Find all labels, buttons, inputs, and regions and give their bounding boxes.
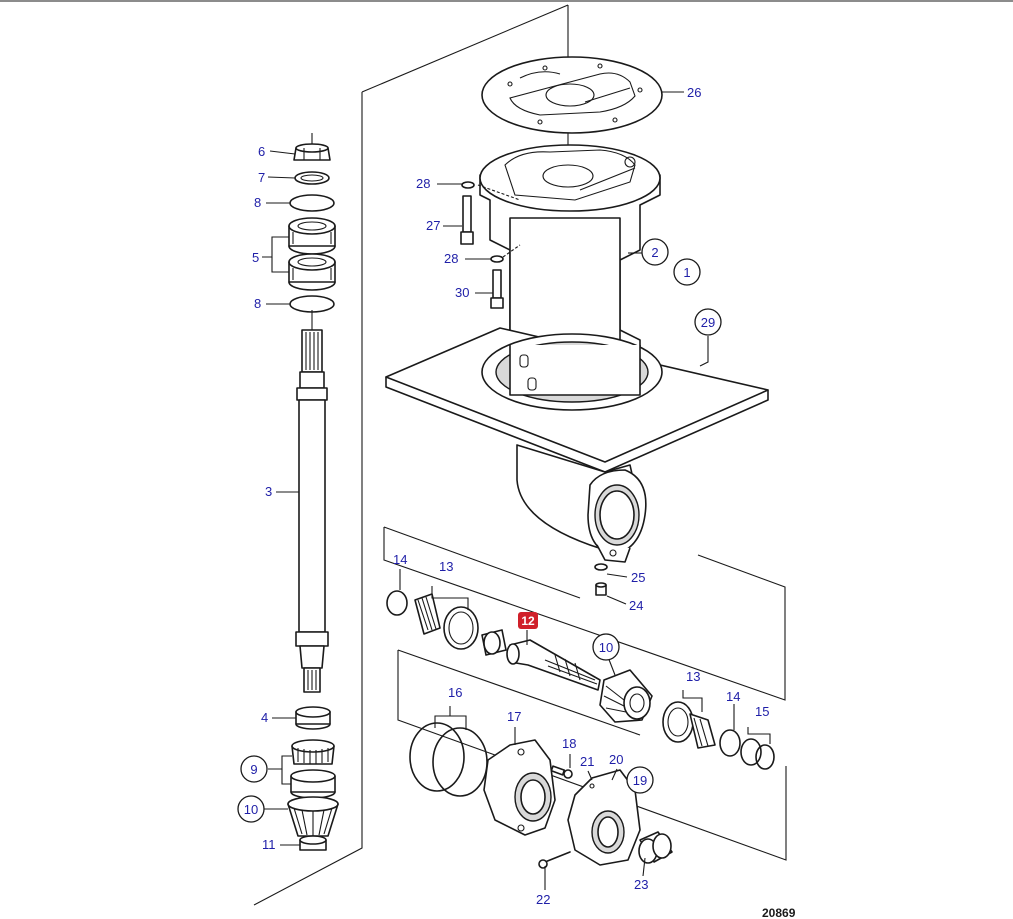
part-10-bevel-gear-vertical [287, 796, 339, 837]
part-3-shaft [295, 310, 329, 693]
circle-10-right [592, 633, 620, 661]
label-22: 22 [536, 892, 550, 907]
label-13-right: 13 [686, 669, 700, 684]
part-26-gasket [481, 56, 663, 134]
label-2: 2 [651, 245, 658, 260]
circle-10-left [237, 795, 265, 823]
part-1-lower-housing [516, 444, 647, 563]
label-10-right: 10 [599, 640, 613, 655]
diagram-reference-number: 20869 [762, 906, 796, 919]
vertical-shaft-assembly [287, 133, 339, 851]
label-17: 17 [507, 709, 521, 724]
part-6-nut [293, 133, 331, 161]
label-5: 5 [252, 250, 259, 265]
label-30: 30 [455, 285, 469, 300]
label-7: 7 [258, 170, 265, 185]
label-4: 4 [261, 710, 268, 725]
label-23: 23 [634, 877, 648, 892]
label-6: 6 [258, 144, 265, 159]
label-11: 11 [262, 837, 276, 852]
label-3: 3 [265, 484, 272, 499]
label-29: 29 [701, 315, 715, 330]
pinion-assembly [386, 590, 775, 770]
circle-1 [673, 258, 701, 286]
circle-9 [240, 755, 268, 783]
cover-assembly [409, 722, 673, 869]
label-13-left: 13 [439, 559, 453, 574]
circle-19 [626, 766, 654, 794]
label-24: 24 [629, 598, 643, 613]
label-10-left: 10 [244, 802, 258, 817]
label-18: 18 [562, 736, 576, 751]
part-29-mounting-plate [385, 327, 769, 473]
circle-2 [641, 238, 669, 266]
label-28-lower: 28 [444, 251, 458, 266]
fasteners-top [460, 181, 608, 596]
label-21: 21 [580, 754, 594, 769]
part-8-ring-lower [289, 295, 335, 313]
part-8-ring-upper [289, 194, 335, 212]
part-9-roller-bearing [290, 739, 336, 799]
label-15: 15 [755, 704, 769, 719]
callout-labels: 6 7 8 5 8 3 4 9 10 11 26 28 27 2 1 28 30… [237, 85, 796, 919]
label-27: 27 [426, 218, 440, 233]
part-5-bearing-upper [288, 217, 336, 255]
part-11-nut [299, 835, 327, 851]
label-8-lower: 8 [254, 296, 261, 311]
label-25: 25 [631, 570, 645, 585]
highlight-12-box [518, 612, 538, 629]
part-4-bushing [295, 706, 331, 730]
label-14-left: 14 [393, 552, 407, 567]
label-8-upper: 8 [254, 195, 261, 210]
label-28-upper: 28 [416, 176, 430, 191]
label-19: 19 [633, 773, 647, 788]
label-16: 16 [448, 685, 462, 700]
part-7-washer [294, 171, 330, 185]
label-12-highlighted[interactable]: 12 [521, 614, 535, 628]
label-20: 20 [609, 752, 623, 767]
label-26: 26 [687, 85, 701, 100]
label-9: 9 [250, 762, 257, 777]
label-14-right: 14 [726, 689, 740, 704]
circle-29 [694, 308, 722, 336]
label-1: 1 [683, 265, 690, 280]
part-5-bearing-lower [288, 253, 336, 291]
